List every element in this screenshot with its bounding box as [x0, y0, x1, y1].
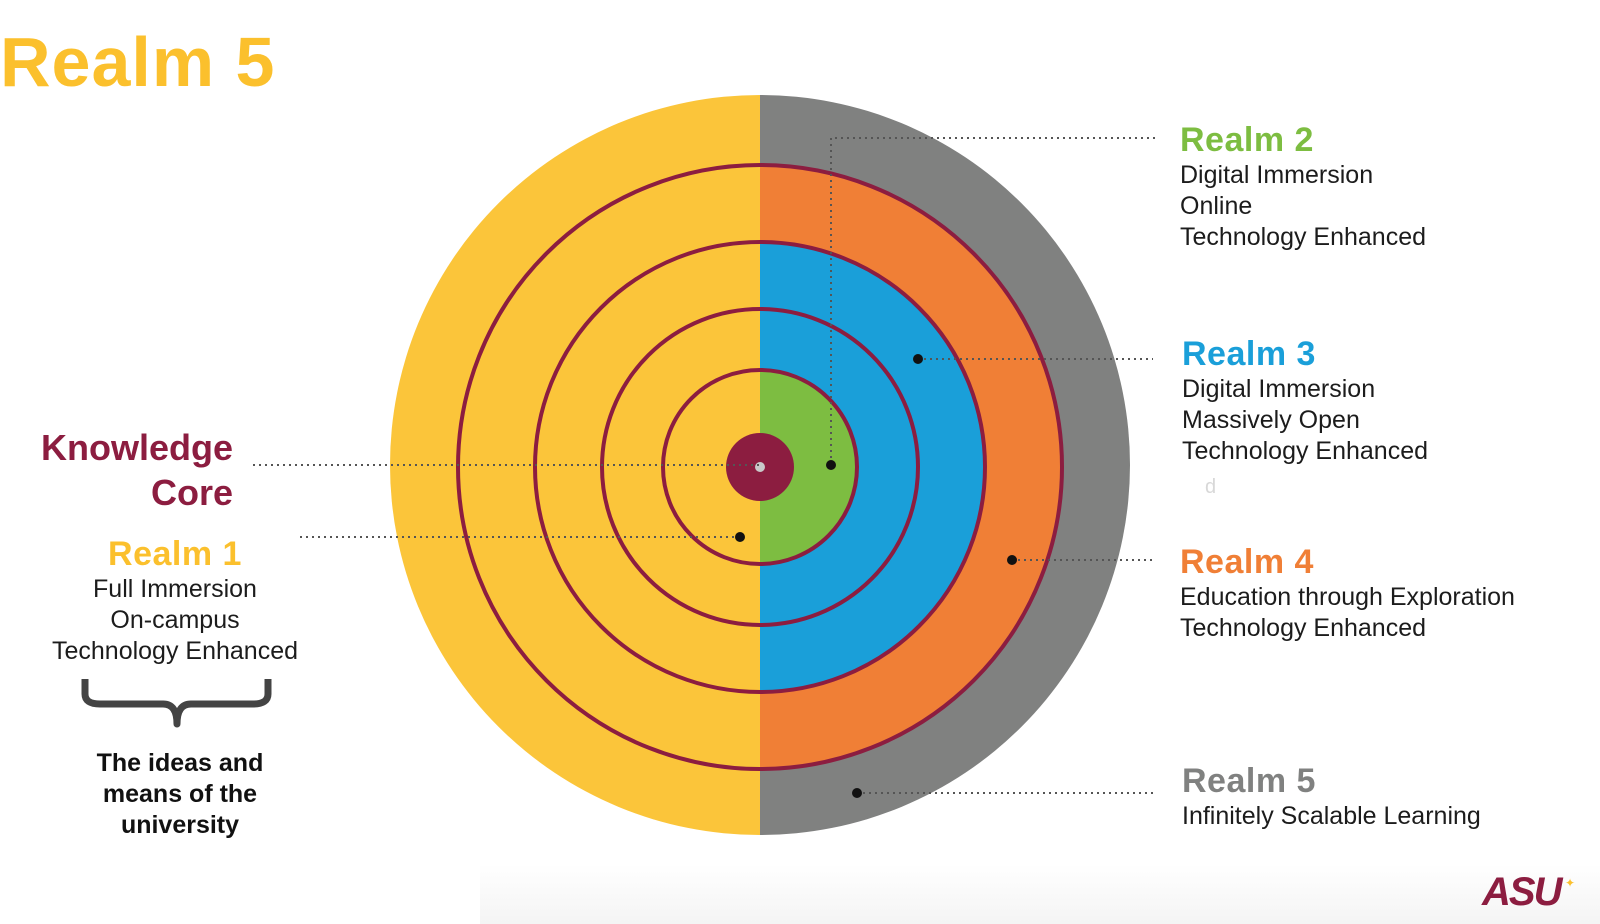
realm5-label: Realm 5 Infinitely Scalable Learning: [1182, 762, 1481, 830]
realm1-label: Realm 1 Full Immersion On-campus Technol…: [30, 534, 320, 667]
ring-realm3: [760, 242, 985, 692]
realm3-title: Realm 3: [1182, 335, 1316, 373]
leader-dots: [735, 354, 1017, 798]
knowledge-core-label: Knowledge Core: [40, 427, 233, 513]
asu-logo: ASU: [1482, 870, 1562, 914]
realm2-title: Realm 2: [1180, 121, 1314, 159]
ring-realm1: [390, 95, 760, 835]
leader-lines: [253, 137, 1155, 794]
realm4-label: Realm 4 Education through Exploration Te…: [1180, 543, 1515, 642]
realm1-title: Realm 1: [108, 535, 242, 573]
bottom-shadow: [480, 864, 1600, 924]
realm3-label: Realm 3 Digital Immersion Massively Open…: [1182, 335, 1429, 465]
realm2-label: Realm 2 Digital Immersion Online Technol…: [1180, 121, 1427, 251]
stray-letter: d: [1205, 476, 1217, 498]
brace-icon: [81, 679, 272, 728]
knowledge-core-dot: [755, 462, 765, 472]
ring-outlines: [456, 163, 1064, 771]
page-title: Realm 5: [0, 23, 276, 101]
ideas-caption: The ideas and means of the university: [96, 749, 264, 839]
realm5-title: Realm 5: [1182, 762, 1316, 800]
realm4-title: Realm 4: [1180, 543, 1314, 581]
ring-realm2: [760, 370, 857, 564]
logo-star-icon: ✦: [1565, 876, 1576, 890]
